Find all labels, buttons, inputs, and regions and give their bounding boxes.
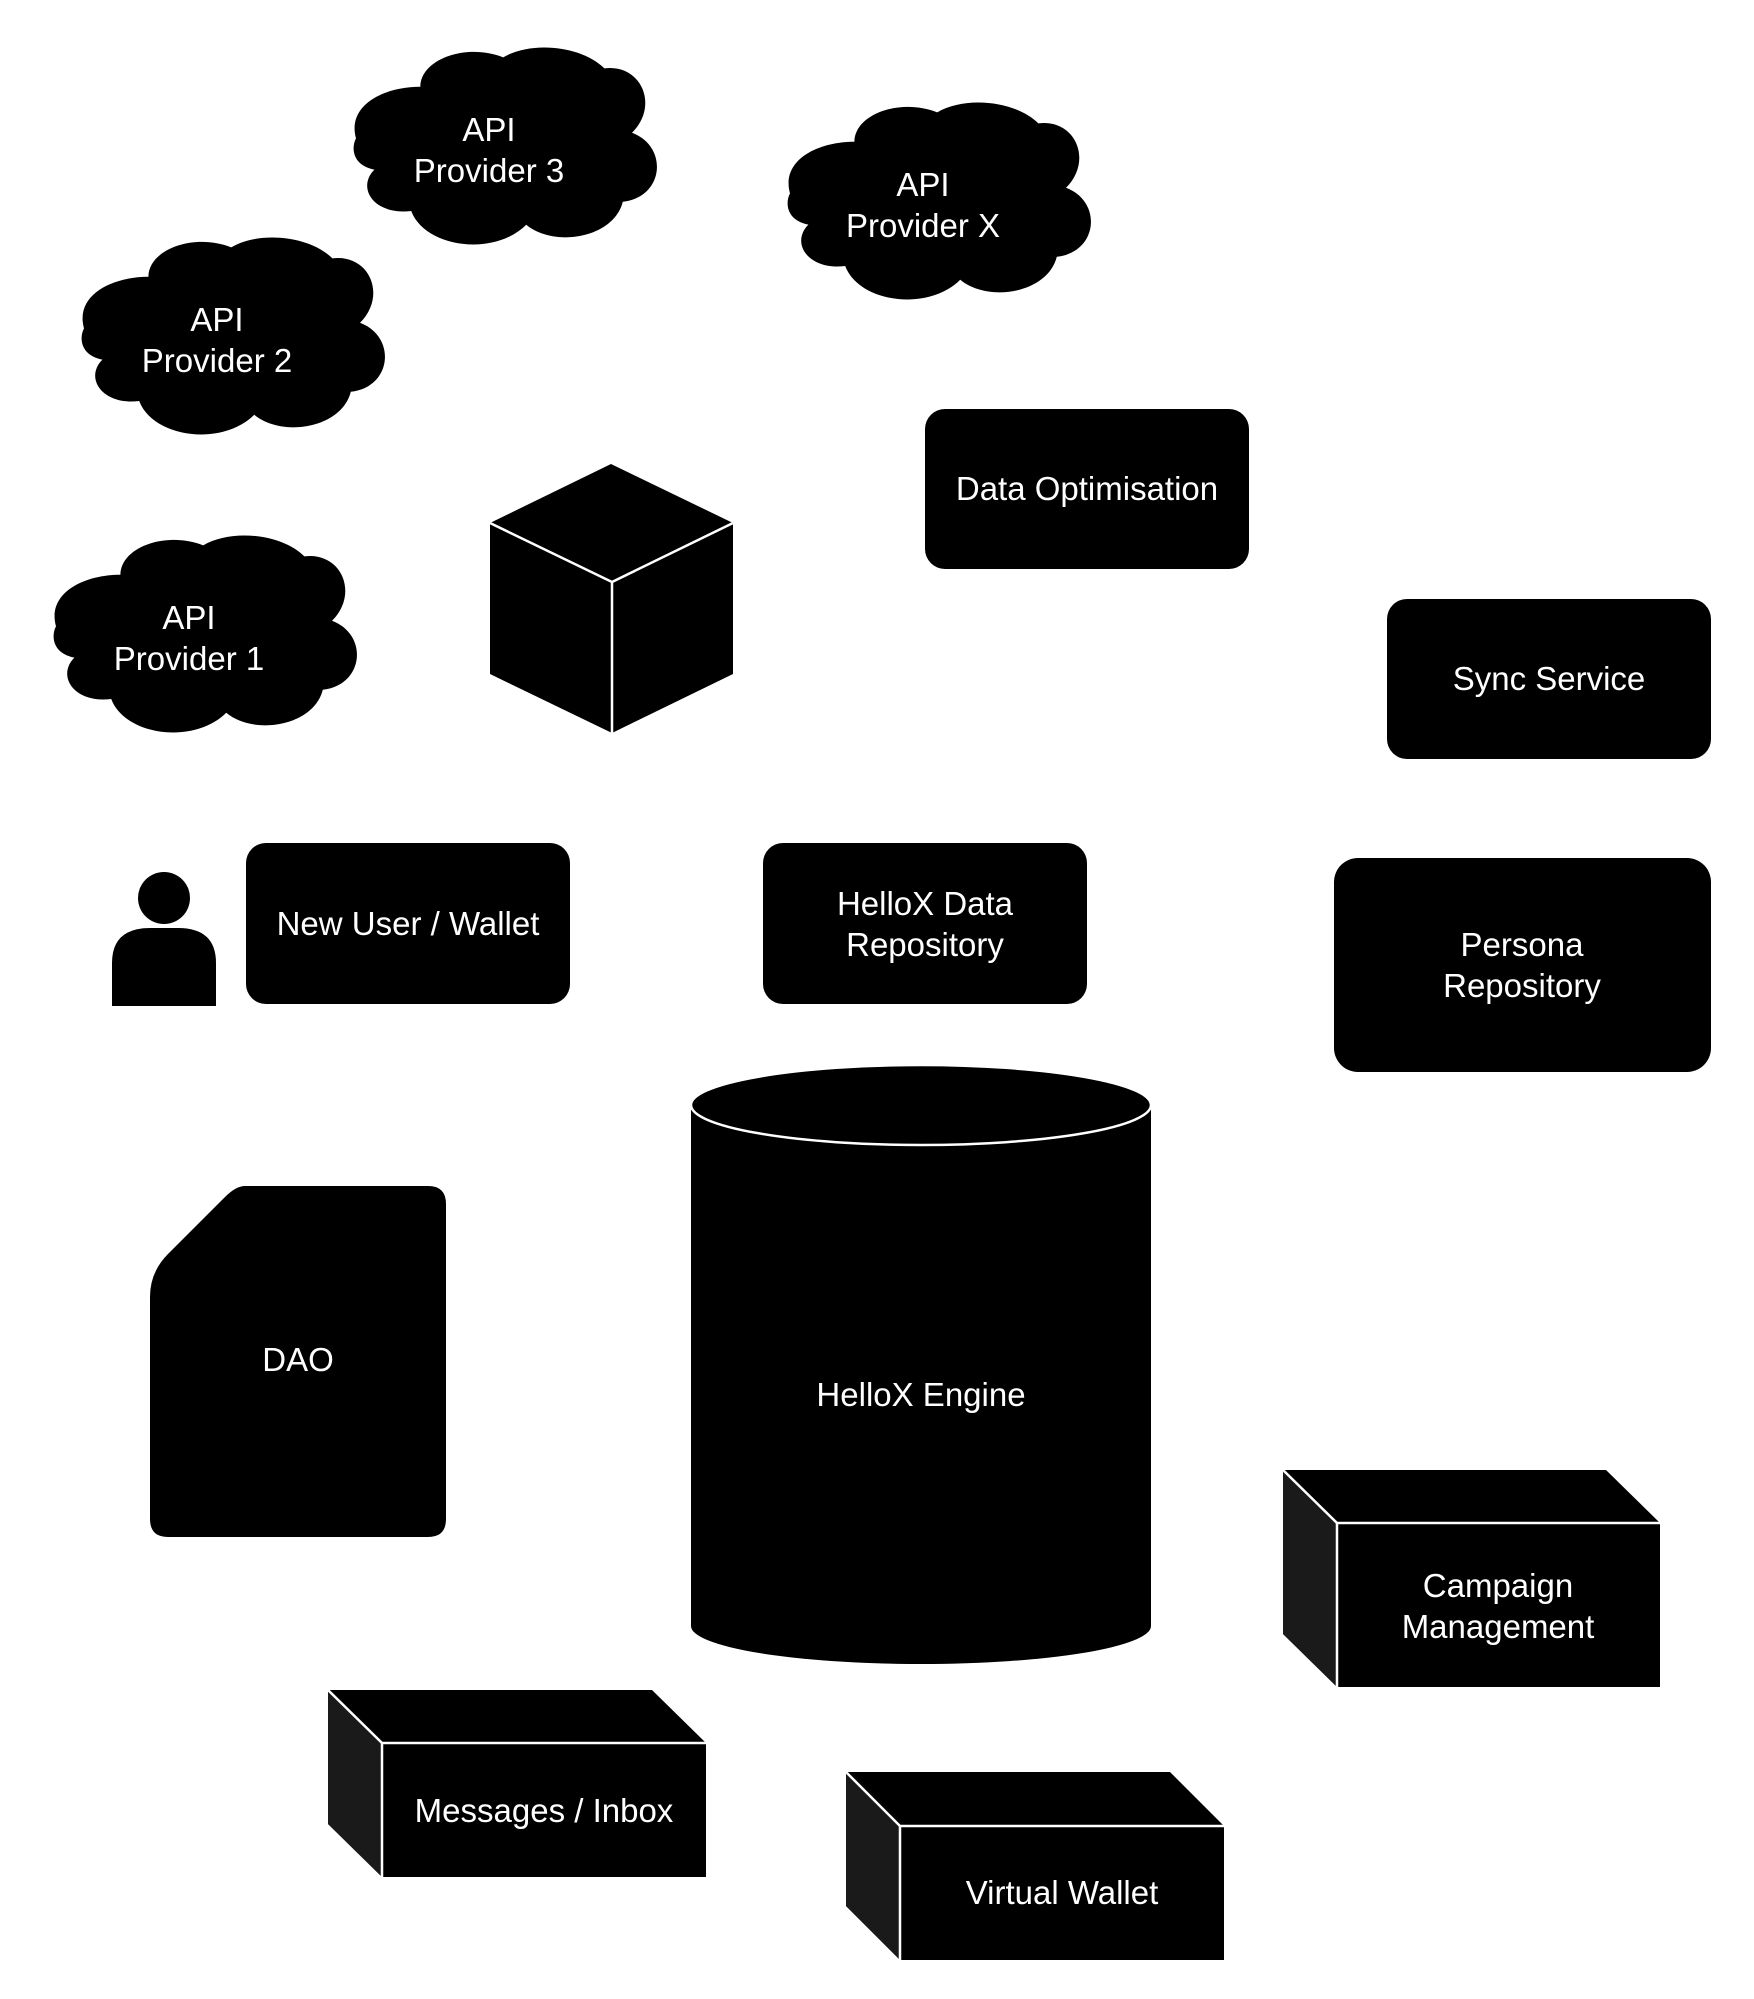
- persona-repository-label-2: Repository: [1443, 967, 1601, 1004]
- user-icon: [112, 872, 216, 1006]
- hellox-data-repository-label-1: HelloX Data: [837, 885, 1014, 922]
- new-user-wallet-box[interactable]: [246, 843, 570, 1004]
- cloud-api-provider-1-label-2: Provider 1: [114, 640, 264, 677]
- data-optimisation-label: Data Optimisation: [956, 470, 1218, 507]
- cloud-api-provider-x-label-1: API: [896, 166, 949, 203]
- dao-card[interactable]: [150, 1186, 446, 1537]
- cube-icon: [489, 464, 734, 733]
- hellox-engine-label: HelloX Engine: [816, 1376, 1025, 1413]
- cloud-api-provider-2-label-1: API: [190, 301, 243, 338]
- campaign-management-label-2: Management: [1402, 1608, 1595, 1645]
- hellox-data-repository-box[interactable]: [763, 843, 1087, 1004]
- hellox-engine-cylinder[interactable]: [689, 1063, 1153, 1664]
- cloud-api-provider-1-label-1: API: [162, 599, 215, 636]
- new-user-wallet-label: New User / Wallet: [277, 905, 540, 942]
- cloud-api-provider-x-label-2: Provider X: [846, 207, 1000, 244]
- hellox-data-repository-label-2: Repository: [846, 926, 1004, 963]
- sync-service-box[interactable]: [1387, 599, 1711, 759]
- persona-repository-label-1: Persona: [1461, 926, 1585, 963]
- persona-repository-box[interactable]: [1334, 858, 1711, 1072]
- dao-label: DAO: [262, 1341, 334, 1378]
- cloud-api-provider-2-label-2: Provider 2: [142, 342, 292, 379]
- campaign-management-label-1: Campaign: [1423, 1567, 1573, 1604]
- virtual-wallet-node[interactable]: [845, 1771, 1224, 1960]
- messages-inbox-label: Messages / Inbox: [415, 1792, 674, 1829]
- data-optimisation-box[interactable]: [925, 409, 1249, 569]
- messages-inbox-node[interactable]: [327, 1689, 706, 1877]
- cloud-api-provider-3-label-1: API: [462, 111, 515, 148]
- campaign-management-node[interactable]: [1282, 1469, 1660, 1687]
- virtual-wallet-label: Virtual Wallet: [966, 1874, 1159, 1911]
- cloud-api-provider-3-label-2: Provider 3: [414, 152, 564, 189]
- sync-service-label: Sync Service: [1453, 660, 1646, 697]
